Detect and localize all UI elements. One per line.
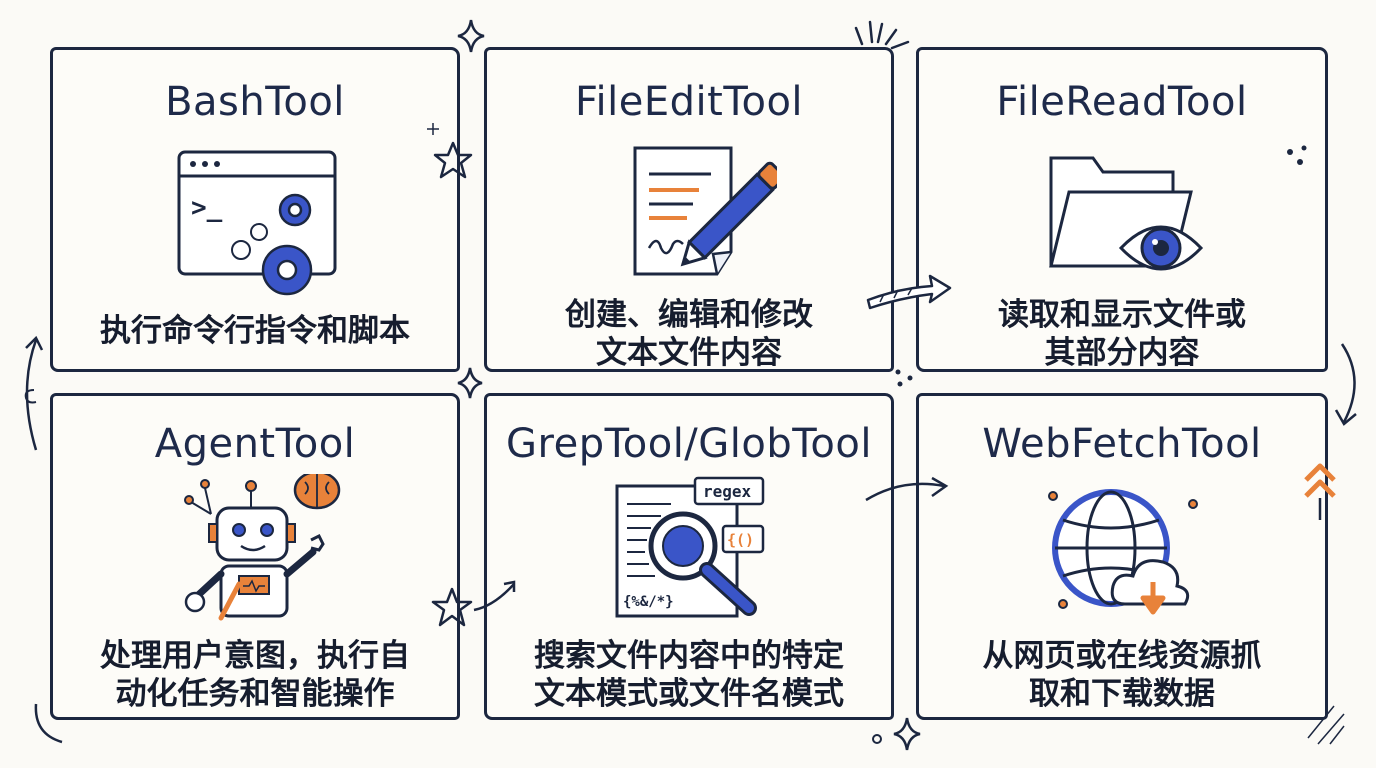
burst-lines-icon <box>854 20 910 50</box>
card-title: FileReadTool <box>996 79 1248 125</box>
card-fileedittool: FileEditTool 创建、编辑和修改 文本文件内容 <box>484 47 894 372</box>
sparkle-small-icon <box>427 123 439 135</box>
corner-hatch-icon <box>1307 705 1345 745</box>
document-pencil-icon <box>633 146 777 276</box>
desc-line: 文本模式或文件名模式 <box>534 676 844 712</box>
sparkle-icon <box>893 717 921 751</box>
globe-cloud-download-icon <box>1048 489 1198 615</box>
magnifier-regex-icon: regex {() {%&/*} <box>615 476 765 618</box>
chevrons-up-icon <box>1304 463 1336 520</box>
card-description: 执行命令行指令和脚本 <box>53 312 457 350</box>
circle-dot-icon <box>872 734 882 744</box>
star-icon <box>433 141 473 179</box>
card-title: GrepTool/GlobTool <box>506 421 872 467</box>
terminal-prompt-label: >_ <box>191 193 223 223</box>
card-description: 读取和显示文件或 其部分内容 <box>919 296 1325 372</box>
bracket-curve-icon <box>34 703 63 744</box>
dots-icon <box>895 369 913 387</box>
arrow-right-icon <box>866 274 952 310</box>
sparkle-icon <box>457 19 485 53</box>
card-title: AgentTool <box>154 421 356 467</box>
desc-line: 创建、编辑和修改 <box>565 297 813 333</box>
arrow-right-icon <box>865 476 949 502</box>
desc-line: 处理用户意图，执行自 <box>100 638 410 674</box>
card-title: BashTool <box>165 79 345 125</box>
desc-line: 读取和显示文件或 <box>998 297 1246 333</box>
desc-line: 执行命令行指令和脚本 <box>100 313 410 349</box>
desc-line: 其部分内容 <box>1044 335 1200 371</box>
arrow-curve-icon <box>473 580 516 612</box>
terminal-gears-icon: >_ <box>177 150 337 296</box>
curved-arrow-right-icon <box>1334 343 1357 426</box>
card-agenttool: AgentTool 处理用户意图，执行自 动化任务和智能操作 <box>50 393 460 720</box>
desc-line: 从网页或在线资源抓 <box>982 638 1262 674</box>
desc-line: 文本文件内容 <box>596 335 782 371</box>
card-description: 从网页或在线资源抓 取和下载数据 <box>919 637 1325 713</box>
card-filereadtool: FileReadTool 读取和显示文件或 其部分内容 <box>916 47 1328 372</box>
curved-arrow-left-icon <box>24 335 44 451</box>
card-title: WebFetchTool <box>982 421 1262 467</box>
braces-label: {() <box>727 531 754 549</box>
robot-brain-icon <box>184 474 341 621</box>
card-bashtool: BashTool >_ 执行命令行指令和脚本 <box>50 47 460 372</box>
card-description: 搜索文件内容中的特定 文本模式或文件名模式 <box>487 637 891 713</box>
card-webfetchtool: WebFetchTool 从网页或在线资源抓 取和下载数据 <box>916 393 1328 720</box>
star-icon <box>431 587 473 627</box>
card-greptool-globtool: GrepTool/GlobTool regex {() {%&/*} 搜索文件内… <box>484 393 894 720</box>
card-title: FileEditTool <box>574 79 804 125</box>
regex-label: regex <box>703 482 752 501</box>
card-description: 创建、编辑和修改 文本文件内容 <box>487 296 891 372</box>
desc-line: 动化任务和智能操作 <box>115 676 395 712</box>
desc-line: 搜索文件内容中的特定 <box>534 638 844 674</box>
desc-line: 取和下载数据 <box>1029 676 1215 712</box>
sparkle-icon <box>457 367 483 399</box>
card-description: 处理用户意图，执行自 动化任务和智能操作 <box>53 637 457 713</box>
dots-icon <box>1287 145 1307 165</box>
glob-pattern-label: {%&/*} <box>623 594 674 610</box>
folder-eye-icon <box>1049 156 1204 271</box>
